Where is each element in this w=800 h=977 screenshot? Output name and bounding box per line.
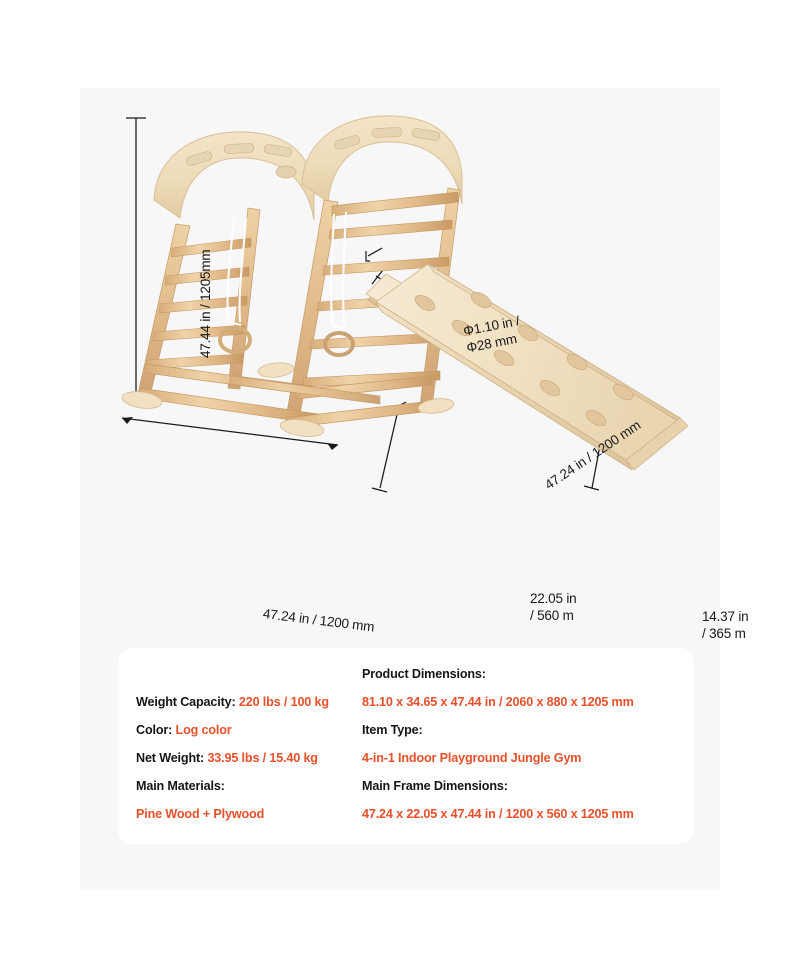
diameter-leader [367,247,383,257]
climbing-holds [414,291,634,427]
spec-value: Pine Wood + Plywood [136,807,265,821]
spec-row-main-frame-label: Main Frame Dimensions: [362,780,508,793]
spec-label: Weight Capacity: [136,695,239,709]
spec-row-net-weight: Net Weight: 33.95 lbs / 15.40 kg [136,752,318,765]
ring-right [323,331,355,357]
spec-value: 220 lbs / 100 kg [238,695,329,709]
spec-row-item-type-value: 4-in-1 Indoor Playground Jungle Gym [362,751,582,765]
spec-row-weight-capacity: Weight Capacity: 220 lbs / 100 kg [136,696,329,709]
top-dowel-bar [331,191,459,217]
spec-label: Item Type: [362,723,423,737]
spec-value: 4-in-1 Indoor Playground Jungle Gym [362,751,582,765]
spec-value: 33.95 lbs / 15.40 kg [207,751,318,765]
spec-row-main-materials-label: Main Materials: [136,780,225,793]
ring-left [218,326,252,354]
jungle-gym-illustration [121,115,689,471]
spec-label: Color: [136,723,176,737]
slide-end-lip [625,417,689,471]
left-panel-cutouts [186,143,293,166]
foot-pads [121,362,455,437]
spec-row-product-dimensions-label: Product Dimensions: [362,668,486,681]
specification-card: Weight Capacity: 220 lbs / 100 kg Color:… [118,648,694,844]
spec-label: Main Materials: [136,779,225,793]
gymnastic-rings [226,211,348,327]
dimension-label-slide-height: 14.37 in / 365 m [702,609,749,641]
product-diagram: 47.44 in / 1205mm Φ1.10 in / Φ28 mm 47.2… [80,88,749,648]
spec-row-main-frame-value: 47.24 x 22.05 x 47.44 in / 1200 x 560 x … [362,808,634,821]
slide-h-cap-bottom [583,485,600,491]
dimension-label-height: 47.44 in / 1205mm [198,249,213,358]
left-panel-hand-hole [275,165,297,179]
spec-value: Log color [175,723,232,737]
slide-rail-lower [375,301,633,471]
depth-cap-bottom [371,487,388,493]
spec-label: Product Dimensions: [362,667,486,681]
ring-knots [227,321,345,329]
spec-label: Main Frame Dimensions: [362,779,508,793]
spec-value: 81.10 x 34.65 x 47.44 in / 2060 x 880 x … [362,695,634,709]
spec-value: 47.24 x 22.05 x 47.44 in / 1200 x 560 x … [362,807,634,821]
spec-row-product-dimensions-value: 81.10 x 34.65 x 47.44 in / 2060 x 880 x … [362,696,634,709]
depth-line [379,405,400,489]
spec-row-color: Color: Log color [136,724,232,737]
spec-row-main-materials-value: Pine Wood + Plywood [136,808,264,821]
dimension-label-depth: 22.05 in / 560 m [530,591,577,623]
slide-cap-a [371,269,384,285]
base-width-line [121,417,339,446]
spec-row-item-type-label: Item Type: [362,724,423,737]
right-panel-cutouts [334,127,441,150]
spec-label: Net Weight: [136,751,208,765]
base-cross-member [229,375,381,405]
